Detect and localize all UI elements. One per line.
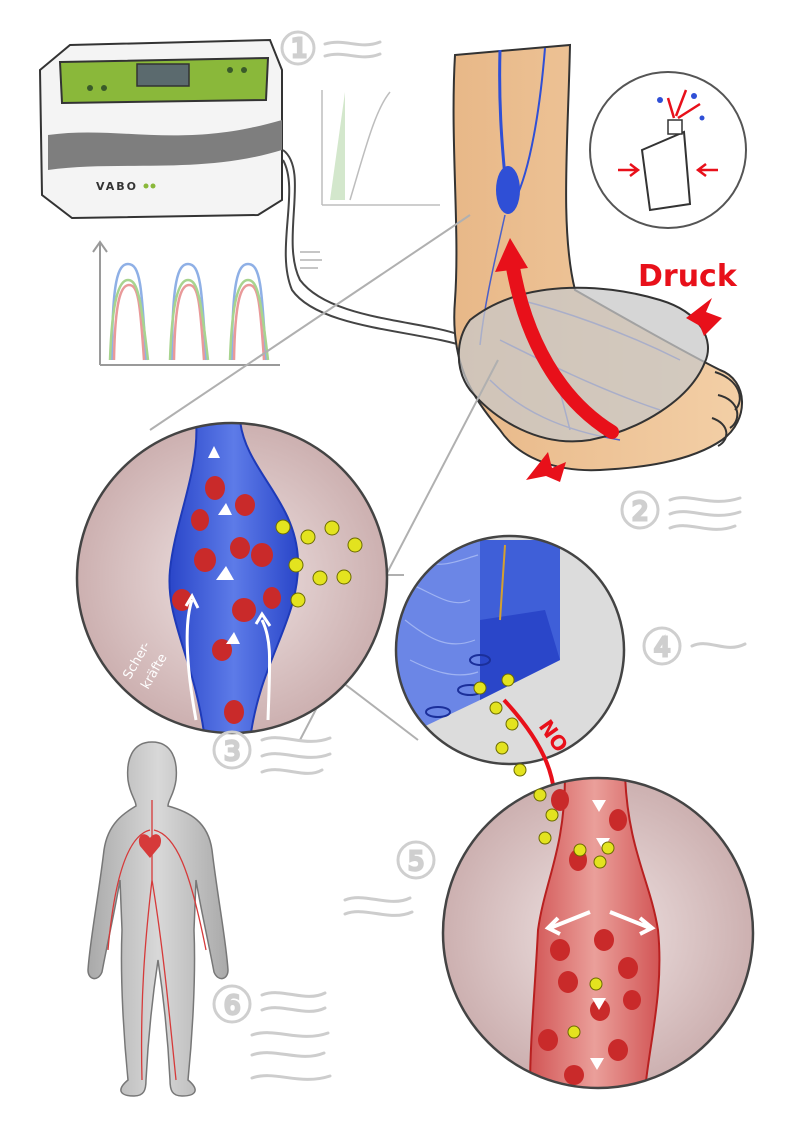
svg-text:5: 5: [408, 847, 425, 877]
vein-magnification: Scher- kräfte: [77, 420, 387, 740]
device-brand-label: VABO: [96, 180, 138, 193]
step-5: 5: [345, 842, 434, 915]
svg-text:4: 4: [654, 633, 671, 663]
step-2: 2: [622, 492, 740, 529]
pressure-chart: [93, 242, 280, 365]
step-4: 4: [644, 628, 745, 664]
step-6: 6: [214, 986, 330, 1079]
device-tubes: [283, 150, 470, 348]
step-3: 3: [214, 732, 330, 773]
vein-bulge: [496, 166, 520, 214]
svg-text:6: 6: [224, 991, 241, 1021]
svg-text:2: 2: [632, 497, 649, 527]
svg-text:1: 1: [291, 34, 308, 64]
device-display: [137, 64, 189, 86]
pressure-label: Druck: [638, 259, 738, 294]
squeeze-tube-icon: [590, 72, 746, 228]
compression-device: VABO: [40, 40, 282, 218]
background-chart: [300, 90, 440, 268]
human-body: [88, 742, 228, 1096]
step-1: 1: [282, 32, 380, 64]
svg-text:3: 3: [224, 737, 241, 767]
artery-magnification: [443, 775, 753, 1090]
